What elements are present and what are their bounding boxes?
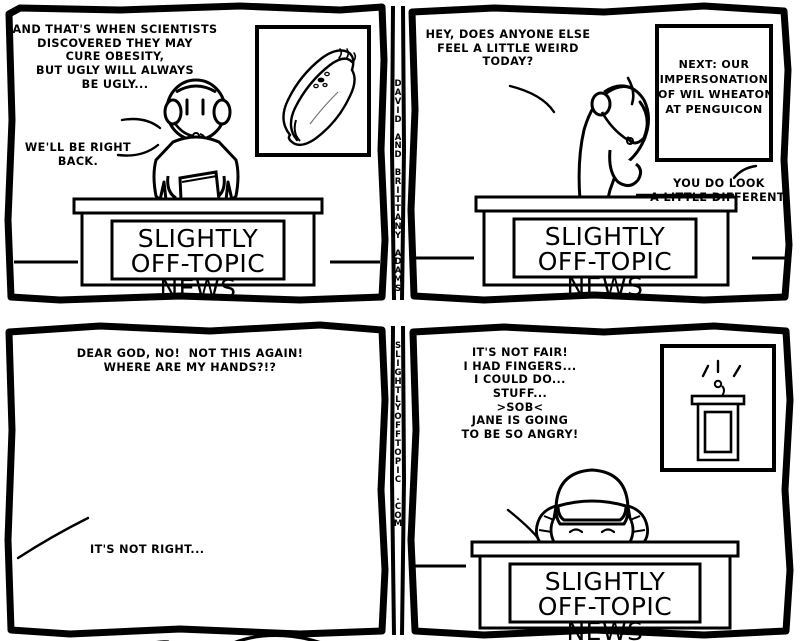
tv-inset-podium xyxy=(660,344,776,472)
gutter-top-rules xyxy=(390,5,406,301)
news-anchor-figure xyxy=(152,78,240,202)
panel-1-monologue-text: AND THAT'S WHEN SCIENTISTS DISCOVERED TH… xyxy=(12,23,218,91)
panel-2-offscreen-reply-text: YOU DO LOOK A LITTLE DIFFERENT. xyxy=(650,177,788,204)
speech-tail-offscreen xyxy=(732,164,758,180)
panel-2-artwork xyxy=(407,2,793,304)
panel-border xyxy=(407,2,793,304)
speech-tail-panic xyxy=(16,516,90,560)
speech-tail-penguin xyxy=(508,84,556,114)
panel-border xyxy=(407,322,794,639)
news-desk xyxy=(470,540,740,630)
news-desk xyxy=(72,197,324,287)
panel-1-desk-sign-text: SLIGHTLY OFF-TOPIC NEWS xyxy=(130,224,266,303)
panel-3-artwork xyxy=(4,321,389,641)
news-desk xyxy=(474,195,738,287)
comic-panel-4: IT'S NOT FAIR! I HAD FINGERS... I COULD … xyxy=(404,320,800,641)
hot-dog-graphic xyxy=(282,48,357,147)
panel-2-desk-sign-text: SLIGHTLY OFF-TOPIC NEWS xyxy=(537,222,673,301)
panel-2-tv-caption-text: NEXT: OUR IMPERSONATION OF WIL WHEATON A… xyxy=(658,58,774,116)
panel-2-question-text: HEY, DOES ANYONE ELSE FEEL A LITTLE WEIR… xyxy=(425,28,591,69)
speech-tail-monologue xyxy=(120,117,162,130)
comic-panel-1: AND THAT'S WHEN SCIENTISTS DISCOVERED TH… xyxy=(0,0,392,305)
comic-panel-2: HEY, DOES ANYONE ELSE FEEL A LITTLE WEIR… xyxy=(404,0,800,305)
penguin-flipper-right xyxy=(234,633,321,641)
panel-border xyxy=(4,2,389,304)
panel-border xyxy=(4,321,389,638)
panel-1-signoff-text: WE'LL BE RIGHT BACK. xyxy=(24,141,132,168)
speech-tail-signoff xyxy=(116,143,160,157)
tv-inset-frame xyxy=(255,25,371,157)
panel-4-desk-sign-text: SLIGHTLY OFF-TOPIC NEWS xyxy=(537,567,673,641)
gutter-bottom-rules xyxy=(390,325,406,636)
speech-tail-lament xyxy=(506,508,540,540)
panel-3-mutter-text: IT'S NOT RIGHT... xyxy=(90,543,205,556)
panel-4-artwork xyxy=(407,322,794,639)
panel-1-artwork xyxy=(4,2,389,304)
penguin-slumped-figure xyxy=(535,468,649,544)
panel-3-panic-text: DEAR GOD, NO! NOT THIS AGAIN! WHERE ARE … xyxy=(76,347,304,374)
tv-inset-frame xyxy=(655,24,773,162)
panel-4-lament-text: IT'S NOT FAIR! I HAD FINGERS... I COULD … xyxy=(461,346,579,441)
comic-panel-3: DEAR GOD, NO! NOT THIS AGAIN! WHERE ARE … xyxy=(0,320,392,641)
